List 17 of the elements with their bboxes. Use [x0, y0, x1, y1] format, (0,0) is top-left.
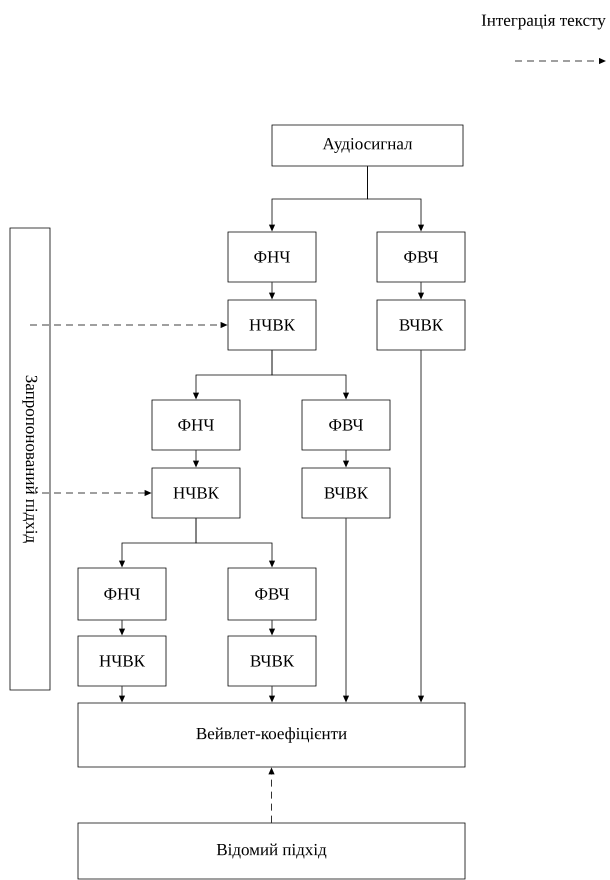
process-box: Відомий підхід — [78, 822, 466, 880]
process-box: ВЧВК — [302, 468, 390, 518]
process-box: НЧВК — [78, 636, 166, 686]
process-box: ФВЧ — [228, 568, 316, 620]
process-box: Вейвлет-коефіцієнти — [78, 702, 466, 768]
process-box: ФВЧ — [302, 400, 390, 450]
process-box: НЧВК — [152, 468, 240, 518]
process-box: ФНЧ — [228, 232, 316, 282]
process-box: Аудіосигнал — [272, 124, 464, 166]
process-box: ФНЧ — [78, 568, 166, 620]
process-box: ВЧВК — [376, 300, 466, 350]
process-box: ФНЧ — [152, 400, 240, 450]
process-box: НЧВК — [228, 300, 316, 350]
process-box: ФВЧ — [376, 232, 466, 282]
legend-text: Інтеграція тексту — [482, 14, 606, 30]
process-box: ВЧВК — [228, 636, 316, 686]
vertical-band: Запропонований підхід — [10, 228, 50, 690]
